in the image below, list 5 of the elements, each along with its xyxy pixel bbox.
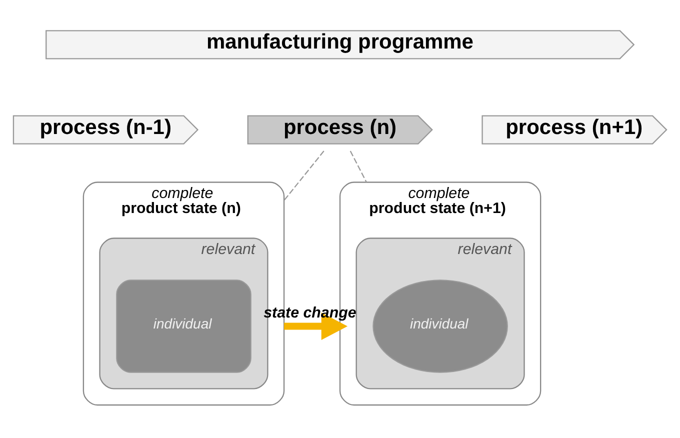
- connector: [350, 150, 368, 183]
- node-ellipse: individual: [372, 280, 508, 373]
- arrow: [284, 312, 348, 340]
- connector: [284, 150, 324, 201]
- node-box: individual: [116, 280, 252, 373]
